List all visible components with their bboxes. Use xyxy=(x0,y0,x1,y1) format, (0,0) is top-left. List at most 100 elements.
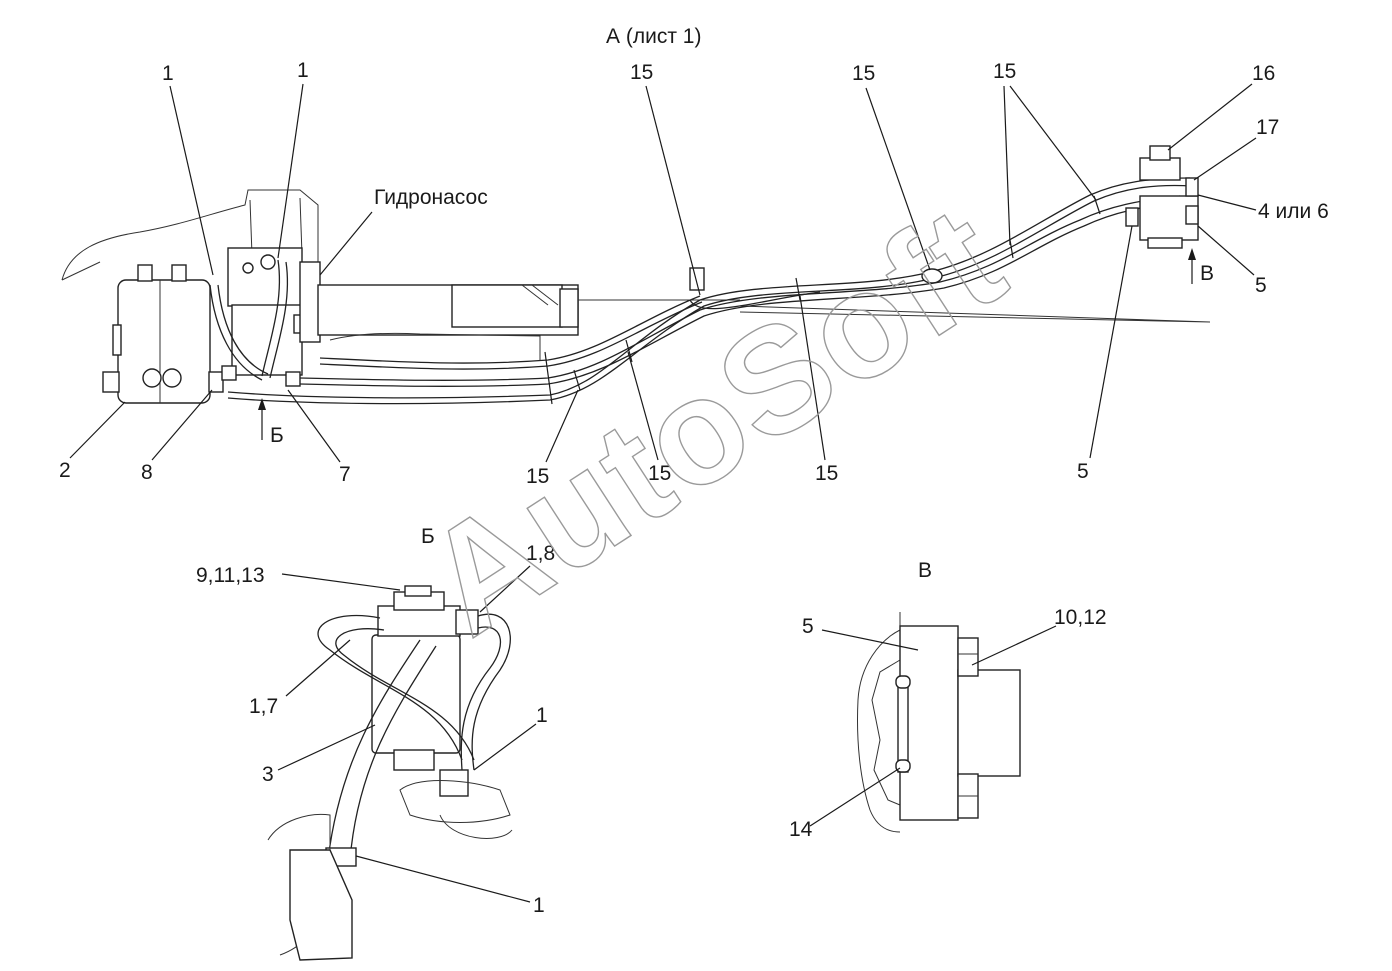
hose xyxy=(471,613,511,771)
leader xyxy=(151,389,213,461)
view-v: В 5 10,12 14 xyxy=(789,559,1107,841)
oil-tank xyxy=(102,264,224,404)
callout-15: 15 xyxy=(852,62,875,85)
callout-9-11-13: 9,11,13 xyxy=(196,564,265,587)
o-ring xyxy=(895,759,911,773)
frame-rail xyxy=(578,299,1211,323)
bolt-head xyxy=(957,637,979,677)
hose xyxy=(460,626,501,771)
callout-1-8: 1,8 xyxy=(526,542,555,565)
leader xyxy=(971,625,1057,666)
callout-1: 1 xyxy=(297,59,309,82)
leader xyxy=(355,855,531,903)
callout-10-12: 10,12 xyxy=(1054,606,1107,629)
leader xyxy=(1009,85,1097,201)
mount-bracket xyxy=(439,814,513,839)
leader xyxy=(479,565,531,613)
frame-contour-edge xyxy=(61,261,101,281)
callout-8: 8 xyxy=(141,461,153,484)
fitting xyxy=(455,609,479,635)
pump-body xyxy=(317,284,1211,360)
leader xyxy=(1167,83,1253,151)
o-ring xyxy=(895,675,911,689)
hydraulic-pump xyxy=(221,247,321,387)
leader xyxy=(1193,137,1257,181)
filter-cap-top xyxy=(404,585,432,597)
callout-2: 2 xyxy=(59,459,71,482)
callout-16: 16 xyxy=(1252,62,1275,85)
bracket xyxy=(689,267,705,291)
view-arrow-v: В xyxy=(1188,248,1214,285)
view-a-title: А (лист 1) xyxy=(606,25,701,48)
callout-15: 15 xyxy=(815,462,838,485)
hose xyxy=(349,645,437,861)
callout-5: 5 xyxy=(802,615,814,638)
hose xyxy=(327,639,421,861)
callout-7: 7 xyxy=(339,463,351,486)
leader xyxy=(277,724,376,771)
leader xyxy=(645,85,701,296)
hose xyxy=(335,628,475,761)
leader xyxy=(169,85,214,276)
callout-15: 15 xyxy=(648,462,671,485)
arrow-v-label: В xyxy=(1200,262,1214,285)
callout-1: 1 xyxy=(162,62,174,85)
clamp-15 xyxy=(544,351,553,405)
housing-cutout xyxy=(857,612,901,833)
hose xyxy=(317,614,463,761)
leader xyxy=(1089,225,1133,459)
fitting xyxy=(439,769,469,797)
callout-1-7: 1,7 xyxy=(249,695,278,718)
leader xyxy=(799,295,826,461)
clamp-15 xyxy=(573,369,581,391)
view-a: А (лист 1) xyxy=(59,25,1329,488)
view-b: Б 9,11,13 1,8 1,7 3 1 1 xyxy=(196,525,555,961)
leader xyxy=(545,389,579,463)
clamp-15 xyxy=(625,339,633,363)
callout-1: 1 xyxy=(536,704,548,727)
view-arrow-b: Б xyxy=(258,398,284,447)
callout-15: 15 xyxy=(993,60,1016,83)
hose-bundle xyxy=(209,177,1193,405)
flange-boss xyxy=(957,669,1021,777)
filter-head xyxy=(377,605,461,637)
leader xyxy=(473,723,537,771)
frame-post xyxy=(249,197,303,256)
callout-1: 1 xyxy=(533,894,545,917)
steering-unit xyxy=(1125,145,1199,249)
watermark: AutoSoft xyxy=(396,172,1032,666)
pump-label: Гидронасос xyxy=(374,186,488,209)
leader xyxy=(1003,85,1011,246)
leader xyxy=(627,351,659,461)
frame-contour xyxy=(61,189,319,281)
view-v-title: В xyxy=(918,559,932,582)
flange xyxy=(899,625,959,821)
leader xyxy=(281,573,401,591)
leader xyxy=(287,389,341,463)
callout-14: 14 xyxy=(789,818,813,841)
leader xyxy=(277,83,304,259)
arrow-b-label: Б xyxy=(270,424,284,447)
leader xyxy=(865,87,931,271)
leader xyxy=(285,639,351,697)
callout-5: 5 xyxy=(1255,274,1267,297)
callout-15: 15 xyxy=(526,465,549,488)
leader xyxy=(69,401,126,459)
bracket xyxy=(289,849,353,961)
callout-3: 3 xyxy=(262,763,274,786)
callout-15: 15 xyxy=(630,61,653,84)
lower-pipe xyxy=(329,332,541,360)
view-b-title: Б xyxy=(421,525,435,548)
clamp-15 xyxy=(795,277,801,301)
callout-5: 5 xyxy=(1077,460,1089,483)
callout-4-or-6: 4 или 6 xyxy=(1258,200,1329,223)
leader xyxy=(809,767,901,827)
mount-bracket xyxy=(399,780,511,823)
leader xyxy=(1197,194,1257,211)
callout-17: 17 xyxy=(1256,116,1279,139)
bracket xyxy=(921,268,943,284)
leader xyxy=(821,629,919,651)
leader xyxy=(1197,225,1255,276)
o-ring-groove xyxy=(897,679,909,773)
